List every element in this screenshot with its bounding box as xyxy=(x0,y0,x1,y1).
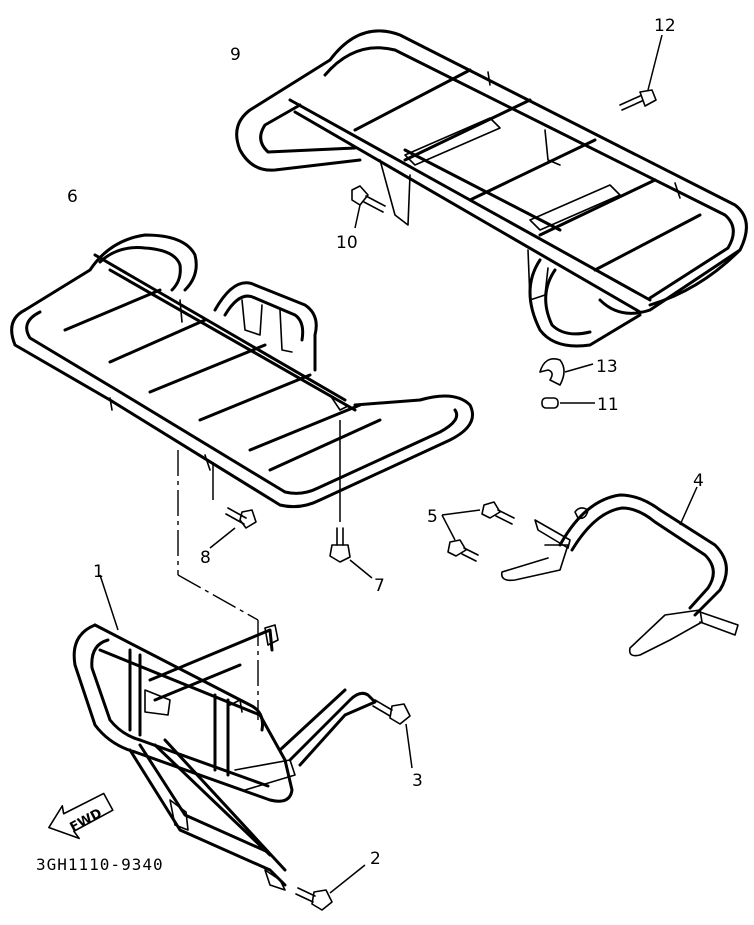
grab-bar xyxy=(500,493,739,657)
drawing-code: 3GH1110-9340 xyxy=(36,855,164,874)
callout-7: 7 xyxy=(374,576,385,596)
fwd-arrow-icon xyxy=(48,792,114,840)
front-carrier xyxy=(10,233,474,509)
callout-9: 9 xyxy=(230,45,241,65)
callout-10: 10 xyxy=(336,233,358,253)
callout-13: 13 xyxy=(596,357,618,377)
callout-12: 12 xyxy=(654,16,676,36)
bolt-3 xyxy=(372,699,411,725)
fwd-label: FWD xyxy=(68,806,105,835)
nut-11 xyxy=(541,397,559,409)
bolt-2 xyxy=(295,887,333,911)
callout-5: 5 xyxy=(427,507,438,527)
callout-2: 2 xyxy=(370,849,381,869)
callout-4: 4 xyxy=(693,471,704,491)
callout-11: 11 xyxy=(597,395,619,415)
front-bumper xyxy=(72,623,377,891)
bolt-7 xyxy=(329,527,351,563)
callout-6: 6 xyxy=(67,187,78,207)
callout-8: 8 xyxy=(200,548,211,568)
bolts-5 xyxy=(447,501,515,562)
rear-carrier xyxy=(235,29,748,348)
callout-3: 3 xyxy=(412,771,423,791)
bolt-10 xyxy=(351,185,386,213)
callout-1: 1 xyxy=(93,562,104,582)
bolt-8 xyxy=(225,507,257,529)
clip-13 xyxy=(539,358,565,386)
bolt-12 xyxy=(619,89,657,111)
